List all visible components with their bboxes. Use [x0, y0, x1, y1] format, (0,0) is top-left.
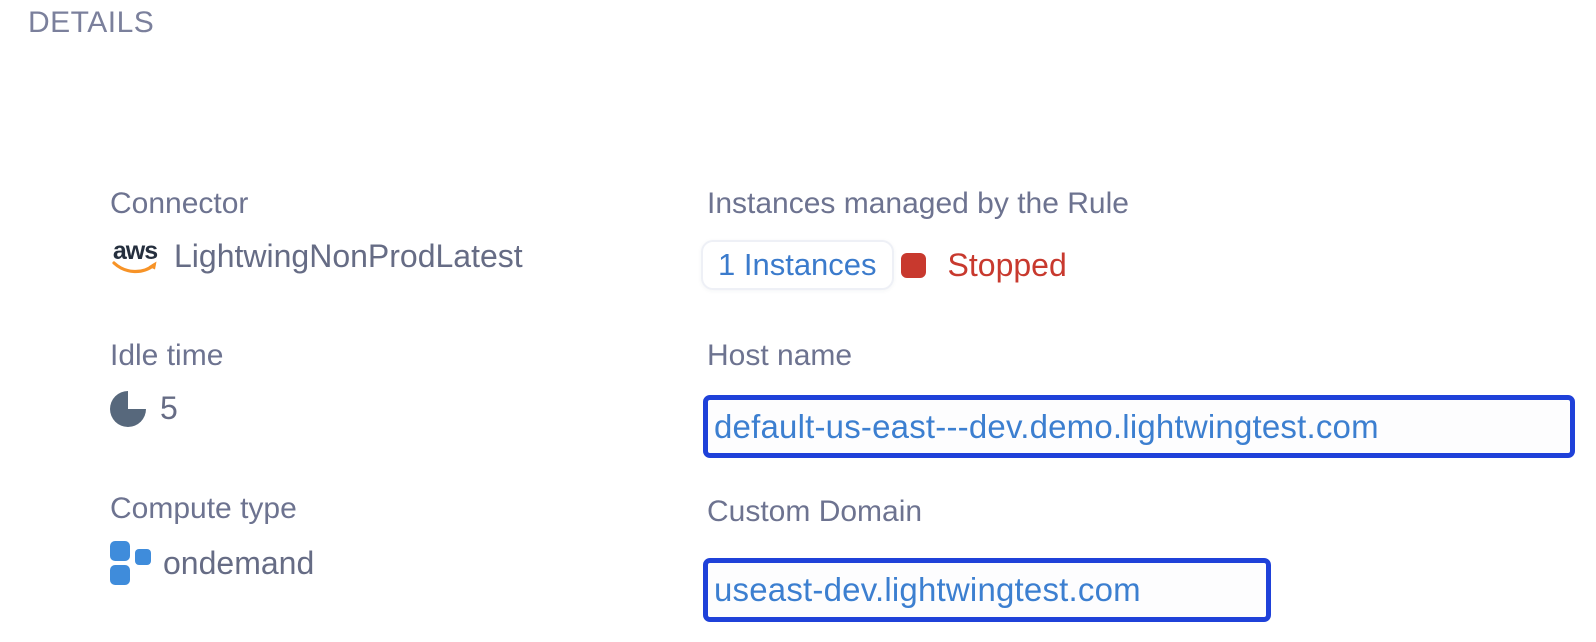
compute-type-label: Compute type [110, 492, 297, 525]
idle-time-value: 5 [160, 390, 178, 426]
host-name-label: Host name [707, 339, 853, 372]
connector-label: Connector [110, 187, 249, 220]
custom-domain-label: Custom Domain [707, 495, 923, 528]
aws-word: aws [112, 236, 158, 265]
idle-time-label: Idle time [110, 339, 224, 372]
custom-domain-value-box[interactable]: useast-dev.lightwingtest.com [703, 558, 1271, 622]
custom-domain-value[interactable]: useast-dev.lightwingtest.com [714, 571, 1141, 608]
host-name-value-box[interactable]: default-us-east---dev.demo.lightwingtest… [703, 395, 1575, 458]
custom-domain-field: Custom Domain [707, 494, 922, 530]
instances-label: Instances managed by the Rule [707, 187, 1129, 220]
host-name-field: Host name [707, 338, 852, 374]
compute-type-field: Compute type ondemand [110, 491, 314, 585]
details-heading: DETAILS [28, 6, 155, 39]
stopped-status-icon [900, 252, 926, 278]
connector-value: LightwingNonProdLatest [174, 238, 523, 274]
aws-smile-arrow [112, 260, 157, 273]
connector-field: Connector aws LightwingNonProdLatest [110, 186, 523, 275]
instances-field: Instances managed by the Rule 1 Instance… [701, 186, 1129, 290]
pie-chart-icon [110, 390, 146, 427]
stopped-status-text: Stopped [947, 246, 1067, 283]
compute-type-value: ondemand [163, 544, 315, 581]
host-name-value[interactable]: default-us-east---dev.demo.lightwingtest… [714, 407, 1379, 445]
aws-logo-icon: aws [110, 236, 160, 274]
instances-count-link[interactable]: 1 Instances [701, 240, 894, 290]
blocks-icon [110, 541, 151, 585]
idle-time-field: Idle time 5 [110, 338, 223, 427]
